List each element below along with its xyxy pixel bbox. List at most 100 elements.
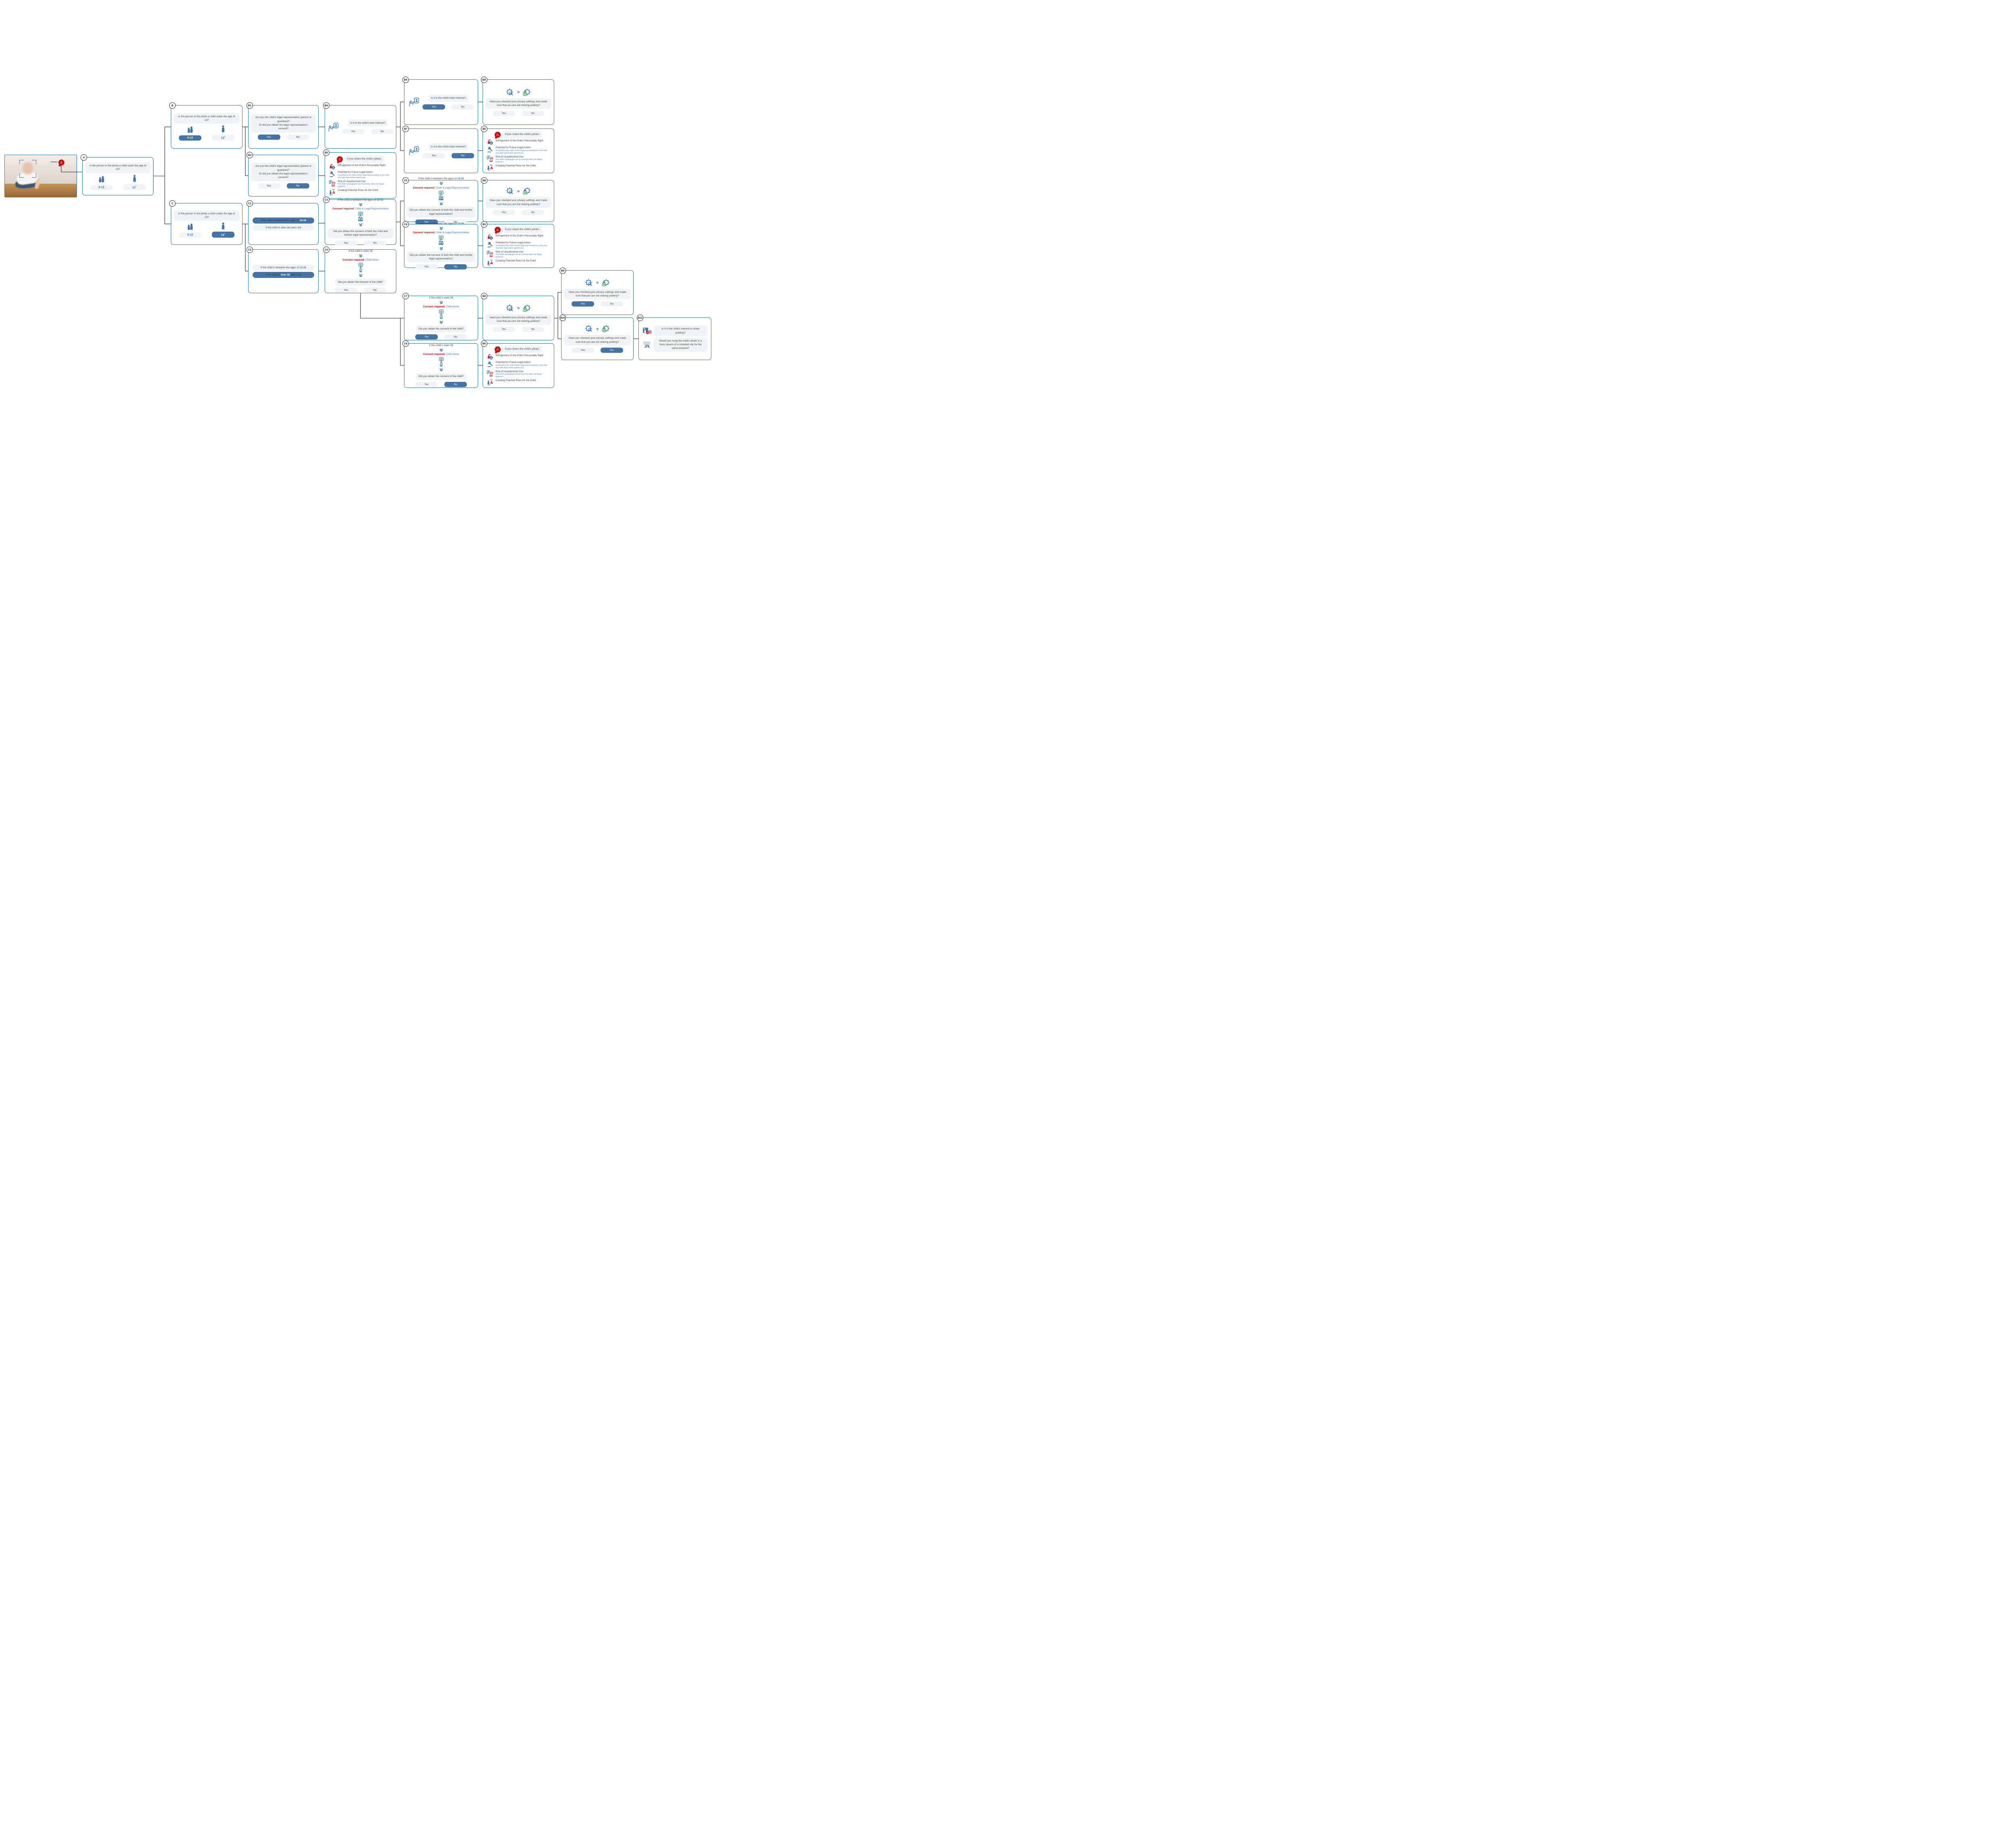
privacy-scan-icon <box>584 325 593 334</box>
consent-age-em: over 16 <box>444 296 453 299</box>
legal-question-line2: Or did you obtain the legal representati… <box>259 172 308 179</box>
age-pill-13plus[interactable]: 13+ <box>212 232 234 238</box>
down-chevrons-icon <box>358 274 363 278</box>
option-over-16[interactable]: If the child is over 16 years old <box>252 272 315 278</box>
risk-item-child-risk: Creating Potential Risks for the Child <box>329 189 392 195</box>
no-button[interactable]: No <box>286 134 309 140</box>
age-plus-sup: + <box>224 233 226 235</box>
no-button[interactable]: No <box>286 183 309 189</box>
risk-item-personality-icon-wrap <box>487 139 493 145</box>
chevrons-right-icon: » <box>517 306 520 311</box>
no-button[interactable]: No <box>522 111 544 116</box>
answer-buttons: Yes No <box>572 301 623 307</box>
yes-button[interactable]: Yes <box>257 134 280 140</box>
risk-title: Risk of Unauthorized Use <box>495 155 524 158</box>
risk-text: Infringement of the Child's Personality … <box>495 139 543 143</box>
no-button[interactable]: No <box>444 219 467 225</box>
yes-button[interactable]: Yes <box>572 301 594 307</box>
node-label-B8b: B8 <box>481 177 487 184</box>
down-chevrons-icon <box>358 254 363 257</box>
yes-button[interactable]: Yes <box>335 240 357 246</box>
consent-check-people-icon <box>356 211 365 222</box>
no-button[interactable]: No <box>364 288 386 293</box>
yes-button[interactable]: Yes <box>572 347 594 353</box>
age-13-base: 13 <box>221 234 224 237</box>
yes-button[interactable]: Yes <box>415 219 438 225</box>
yes-button[interactable]: Yes <box>335 288 357 293</box>
no-button[interactable]: No <box>522 209 544 215</box>
legal-question-line1: Are you the child's legal representative… <box>255 165 312 172</box>
yes-button[interactable]: Yes <box>493 111 515 116</box>
consent-required-value: Child & Legal Representative <box>436 231 469 234</box>
no-button[interactable]: No <box>522 327 544 332</box>
consent-required-label: Consent required: <box>413 231 435 234</box>
age-pill-13plus[interactable]: 13+ <box>212 135 234 141</box>
no-button[interactable]: No <box>452 153 474 158</box>
yes-button[interactable]: Yes <box>415 382 438 387</box>
consent-age-title: If the child is between the ages of 13-1… <box>338 199 383 201</box>
consent-age-title: If the child is between the ages of 13-1… <box>419 177 464 180</box>
privacy-question: Have you checked your privacy settings a… <box>485 197 551 208</box>
yes-button[interactable]: Yes <box>257 183 280 189</box>
age-option-young: 0-13 <box>179 126 201 141</box>
age-pill-0-13[interactable]: 0-13 <box>179 135 201 141</box>
yes-button[interactable]: Yes <box>423 104 445 110</box>
risk-item-unauthorized-use-icon-wrap <box>487 251 493 257</box>
final-question-1-text: Is it in the child's interest to share p… <box>653 325 708 336</box>
option-over-16[interactable]: If the child is over 16 years old <box>252 224 315 231</box>
yes-button[interactable]: Yes <box>415 334 438 340</box>
no-button[interactable]: No <box>444 264 467 270</box>
yes-button[interactable]: Yes <box>415 264 438 270</box>
no-button[interactable]: No <box>371 129 394 135</box>
no-button[interactable]: No <box>364 240 386 246</box>
chevrons-right-icon: » <box>517 90 520 95</box>
no-button[interactable]: No <box>601 347 623 353</box>
lock-personality-icon <box>487 354 493 360</box>
age-pill-0-13[interactable]: 0-13 <box>179 232 201 238</box>
option-13-16[interactable]: If the child is between the ages of 13-1… <box>252 217 315 224</box>
consent-age-title: If the child is over 16 <box>429 296 453 299</box>
no-button[interactable]: No <box>452 104 474 110</box>
down-chevrons-icon <box>439 227 443 230</box>
yes-button[interactable]: Yes <box>493 327 515 332</box>
node-label-B8a: B8 <box>481 77 487 83</box>
risk-item-personality-icon-wrap <box>487 234 493 240</box>
risk-subtext: The child's photograph can be used by ot… <box>495 373 542 378</box>
down-chevrons-icon <box>439 202 443 205</box>
age-pill-0-13[interactable]: 0-13 <box>90 184 113 190</box>
age-pill-13plus[interactable]: 13+ <box>123 184 146 190</box>
node-label-B6: B6 <box>402 77 409 83</box>
no-button[interactable]: No <box>444 334 467 340</box>
age-options: 0-13 13+ <box>90 174 146 190</box>
risk-text: Infringement of the Child's Personality … <box>495 354 543 357</box>
consent-age-prefix: If the child is <box>429 344 444 347</box>
privacy-icons: » <box>584 325 610 334</box>
option-13-16[interactable]: If the child is between the ages of 13-1… <box>252 265 315 271</box>
age-option-young: 0-13 <box>179 223 201 238</box>
node-label-C2: C2 <box>247 247 253 253</box>
hacker-icon <box>487 155 493 162</box>
consent-required-line: Consent required: Child Alone <box>342 259 378 261</box>
yes-button[interactable]: Yes <box>342 129 365 135</box>
consent-check-person-icon <box>437 357 445 367</box>
node-C2: C2 If the child is between the ages of 13… <box>247 247 319 293</box>
warning-bubble-icon: ⚠ <box>494 346 501 352</box>
node-label-B: B <box>169 102 176 109</box>
no-button[interactable]: No <box>601 301 623 307</box>
privacy-scan-icon <box>506 187 514 196</box>
risk-item-legal-action-icon-wrap <box>329 171 336 177</box>
option-13-16-prefix: If the child is between the ages of <box>260 219 300 222</box>
option-over-16-suffix: years old <box>290 273 301 276</box>
yes-button[interactable]: Yes <box>493 209 515 215</box>
no-button[interactable]: No <box>444 382 467 387</box>
risk-subtext: On behalf of the child, his/her legal re… <box>495 149 547 154</box>
risk-item-unauthorized-use-icon-wrap <box>487 155 493 162</box>
warning-bubble-icon: ⚠ <box>336 156 343 162</box>
yes-button[interactable]: Yes <box>423 153 445 158</box>
